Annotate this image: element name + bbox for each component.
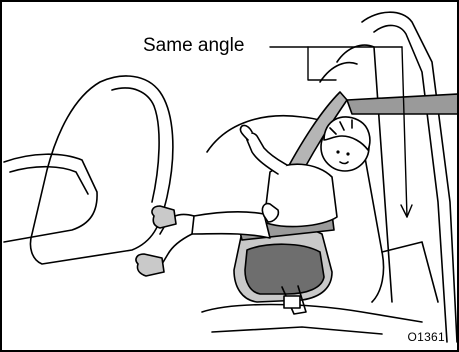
front-seat xyxy=(4,76,173,264)
figure-code: O1361 xyxy=(407,330,445,344)
callout-label: Same angle xyxy=(139,35,248,57)
